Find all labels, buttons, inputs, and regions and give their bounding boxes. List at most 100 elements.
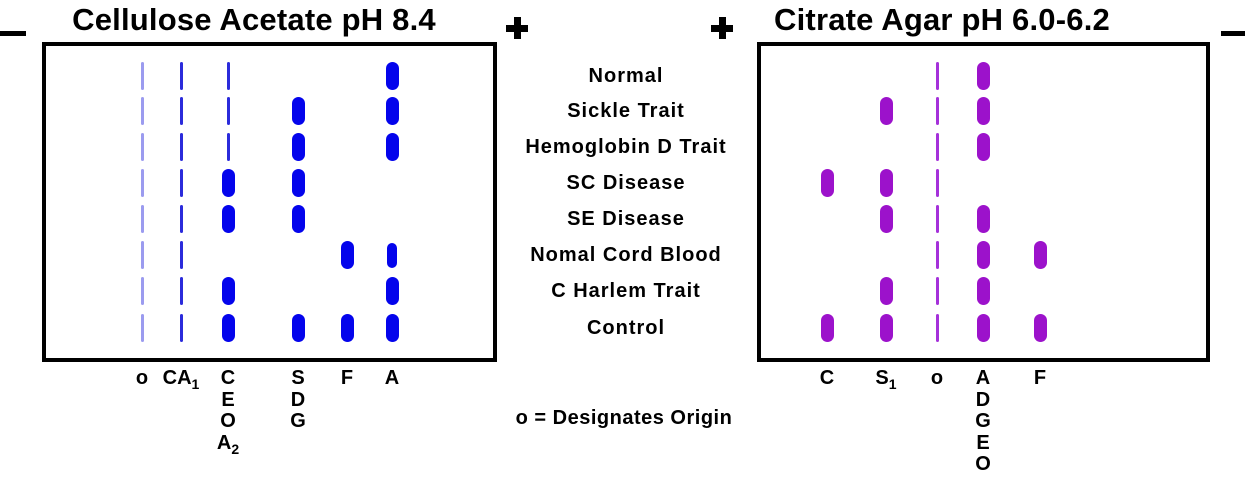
hemoglobin-band bbox=[385, 277, 399, 305]
lane-label: F bbox=[1005, 367, 1075, 390]
origin-dash bbox=[935, 241, 939, 269]
lane-label-line: A bbox=[384, 367, 400, 389]
origin-dash bbox=[935, 169, 939, 197]
hemoglobin-band bbox=[340, 241, 354, 269]
origin-dash bbox=[935, 133, 939, 161]
origin-dash bbox=[179, 277, 183, 305]
origin-dash bbox=[935, 62, 939, 90]
hemoglobin-band bbox=[879, 314, 893, 342]
sample-label: Sickle Trait bbox=[567, 100, 685, 122]
origin-dash bbox=[140, 277, 144, 305]
hemoglobin-band bbox=[387, 242, 397, 268]
hemoglobin-band bbox=[976, 133, 990, 161]
lane-label-line: S bbox=[291, 367, 305, 389]
hemoglobin-band bbox=[340, 314, 354, 342]
hemoglobin-band bbox=[385, 314, 399, 342]
hemoglobin-band bbox=[879, 169, 893, 197]
hemoglobin-band bbox=[976, 205, 990, 233]
lane-label: C bbox=[792, 367, 862, 390]
hemoglobin-band bbox=[1033, 241, 1047, 269]
hemoglobin-band bbox=[820, 314, 834, 342]
hemoglobin-band bbox=[291, 205, 305, 233]
hemoglobin-band bbox=[976, 241, 990, 269]
origin-dash bbox=[140, 97, 144, 125]
origin-dash bbox=[140, 314, 144, 342]
plus-polarity-icon bbox=[711, 17, 733, 39]
origin-legend: o = Designates Origin bbox=[515, 407, 733, 429]
lane-label-line: D bbox=[290, 388, 306, 411]
lane-label: o bbox=[902, 367, 972, 390]
origin-dash bbox=[226, 97, 230, 125]
origin-dash bbox=[179, 97, 183, 125]
hemoglobin-band bbox=[879, 277, 893, 305]
lane-label-line: A2 bbox=[216, 431, 240, 457]
lane-label: S1 bbox=[851, 367, 921, 392]
origin-dash bbox=[935, 205, 939, 233]
lane-label-line: S1 bbox=[875, 367, 897, 392]
hemoglobin-band bbox=[221, 314, 235, 342]
origin-dash bbox=[179, 205, 183, 233]
hemoglobin-band bbox=[976, 62, 990, 90]
hemoglobin-band bbox=[291, 133, 305, 161]
hemoglobin-band bbox=[291, 97, 305, 125]
lane-label-line: A bbox=[975, 367, 991, 389]
lane-label-line: G bbox=[975, 410, 991, 432]
hemoglobin-band bbox=[291, 169, 305, 197]
hemoglobin-band bbox=[385, 97, 399, 125]
origin-dash bbox=[179, 62, 183, 90]
sample-label: Nomal Cord Blood bbox=[530, 244, 722, 266]
lane-label: A bbox=[357, 367, 427, 390]
hemoglobin-band bbox=[221, 277, 235, 305]
hemoglobin-band bbox=[976, 314, 990, 342]
lane-label-line: F bbox=[340, 367, 354, 389]
lane-label: CA1 bbox=[146, 367, 216, 392]
sample-label: SC Disease bbox=[566, 172, 686, 194]
plus-bar-vertical bbox=[718, 17, 726, 39]
origin-dash bbox=[179, 241, 183, 269]
hemoglobin-band bbox=[879, 97, 893, 125]
origin-dash bbox=[140, 241, 144, 269]
minus-bar bbox=[0, 31, 26, 36]
origin-dash bbox=[935, 314, 939, 342]
plus-bar-vertical bbox=[513, 17, 521, 39]
origin-dash bbox=[140, 133, 144, 161]
hemoglobin-band bbox=[221, 169, 235, 197]
lane-label: o bbox=[107, 367, 177, 390]
lane-label-line: o bbox=[930, 367, 944, 389]
lane-label-line: G bbox=[290, 410, 306, 432]
minus-bar bbox=[1221, 31, 1245, 36]
origin-dash bbox=[179, 169, 183, 197]
lane-label-line: O bbox=[220, 410, 236, 432]
sample-label: SE Disease bbox=[567, 208, 685, 230]
origin-dash bbox=[179, 133, 183, 161]
lane-label-line: E bbox=[221, 388, 235, 411]
origin-dash bbox=[140, 205, 144, 233]
lane-label-line: CA1 bbox=[162, 367, 200, 392]
gel-panel-cellulose bbox=[42, 42, 497, 362]
origin-dash bbox=[140, 62, 144, 90]
origin-dash bbox=[140, 169, 144, 197]
origin-dash bbox=[179, 314, 183, 342]
hemoglobin-band bbox=[385, 133, 399, 161]
lane-label-line: C bbox=[819, 367, 835, 389]
lane-label-line: E bbox=[976, 431, 990, 454]
plus-polarity-icon bbox=[506, 17, 528, 39]
minus-polarity-icon bbox=[1221, 22, 1245, 44]
hemoglobin-band bbox=[1033, 314, 1047, 342]
gel-title-citrate: Citrate Agar pH 6.0-6.2 bbox=[774, 2, 1110, 37]
gel-title-cellulose: Cellulose Acetate pH 8.4 bbox=[72, 2, 436, 37]
origin-dash bbox=[935, 97, 939, 125]
lane-label-line: D bbox=[975, 388, 991, 411]
hemoglobin-band bbox=[879, 205, 893, 233]
gel-panel-citrate bbox=[757, 42, 1210, 362]
hemoglobin-band bbox=[385, 62, 399, 90]
origin-dash bbox=[935, 277, 939, 305]
lane-label-line: O bbox=[975, 453, 991, 475]
hemoglobin-band bbox=[291, 314, 305, 342]
origin-dash bbox=[226, 62, 230, 90]
sample-label: Control bbox=[586, 317, 666, 339]
